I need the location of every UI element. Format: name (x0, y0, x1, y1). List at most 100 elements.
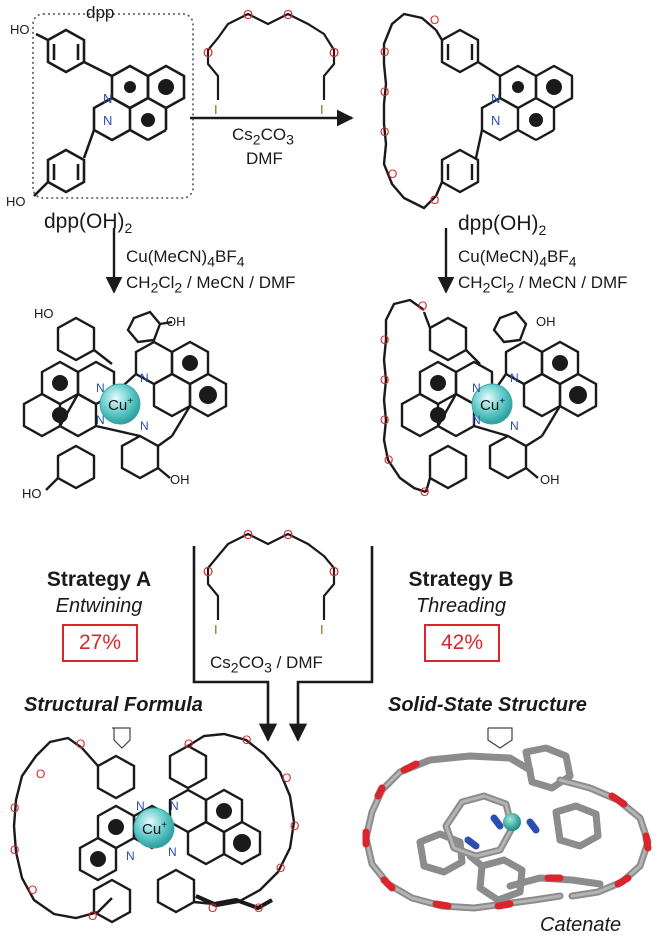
start-compound-label: dpp(OH)2 (44, 210, 132, 236)
final-base-sub2: 3 (264, 659, 272, 676)
o-atom: O (184, 737, 193, 751)
oh-complex-left-bottom: OH (170, 472, 190, 487)
structural-formula-heading: Structural Formula (24, 694, 203, 716)
n-atom: N (140, 419, 149, 433)
diiodide-oxygens: O O O O (203, 7, 339, 60)
ho-top-label: HO (10, 22, 30, 37)
strategy-a-title: Strategy A (46, 568, 152, 591)
catenate-oxygens: O O O O O O O O O O O O O (10, 733, 299, 923)
n-atom: N (96, 381, 105, 395)
cu-reagent-sub2: 4 (568, 253, 577, 270)
strategy-a-mode: Entwining (55, 595, 143, 617)
n-atom: N (96, 413, 105, 427)
o-atom: O (242, 733, 251, 747)
o-atom: O (380, 125, 389, 139)
start-compound-name: dpp(OH) (44, 210, 125, 233)
macrocycle-oxygens: O O O O O O (380, 13, 439, 207)
cu-reagent-sub: 4 (539, 253, 548, 270)
dpp-oh2-structure (32, 13, 194, 199)
cu-complex-left (22, 310, 228, 491)
catenate-formula-thick (195, 894, 273, 911)
n-atom: N (136, 799, 145, 813)
o-atom: O (208, 901, 217, 915)
n-label-2: N (103, 113, 112, 128)
cu-reagent-sub: 4 (207, 253, 216, 270)
dpp-reagent-sub: 2 (538, 222, 547, 239)
cu-ion-right (471, 383, 513, 425)
o-atom: O (28, 883, 37, 897)
n-atom: N (472, 381, 481, 395)
convergent-arrows (192, 546, 374, 742)
strategy-b-yield: 42% (424, 624, 500, 662)
strategy-b-mode: Threading (415, 595, 507, 617)
o-atom: O (430, 193, 439, 207)
o-atom: O (380, 45, 389, 59)
o-atom: O (430, 13, 439, 27)
ho-bottom-label: HO (6, 194, 26, 209)
o-atom: O (36, 767, 45, 781)
diiodide-2-oxygens: O O O O (203, 527, 339, 579)
cu-label-catenate: Cu+ (142, 820, 167, 838)
step3-reagent: dpp(OH)2 (458, 212, 546, 238)
solvent-sub: 2 (150, 279, 159, 296)
o-atom: O (388, 167, 397, 181)
o-atom: O (10, 843, 19, 857)
final-base-rest: CO (238, 653, 265, 672)
diiodide-reagent-2 (206, 532, 336, 620)
n-label-3: N (491, 91, 500, 106)
base-text: Cs (232, 125, 253, 144)
base-sub2: 3 (286, 131, 294, 148)
solvent-sub2: 2 (174, 279, 183, 296)
solvent-tail: / MeCN / DMF (514, 273, 628, 292)
n-atom: N (140, 371, 149, 385)
solvent-text: CH (458, 273, 483, 292)
o-atom: O (88, 909, 97, 923)
complex-right-n-atoms: N N N N (472, 371, 519, 433)
oh-complex-left-top: OH (166, 314, 186, 329)
o-atom: O (329, 45, 339, 60)
cu-ion-left (99, 383, 141, 425)
cu-reagent-rest: BF (547, 247, 569, 266)
o-atom: O (380, 85, 389, 99)
catenate-label: Catenate (540, 914, 622, 936)
cu-label-right: Cu+ (480, 396, 505, 414)
complex-right-oxygens: O O O O O O (380, 299, 429, 499)
o-atom: O (203, 45, 213, 60)
solvent-sub2: 2 (506, 279, 515, 296)
step2-right-cu: Cu(MeCN)4BF4 (458, 246, 577, 272)
solid-state-structure (362, 744, 652, 912)
final-tail: / DMF (271, 653, 323, 672)
iodine-right: I (320, 102, 324, 117)
o-atom: O (380, 333, 389, 347)
o-atom: O (276, 861, 285, 875)
o-atom: O (418, 299, 427, 313)
dpp-dotted-box (32, 13, 194, 199)
final-base: Cs (210, 653, 231, 672)
o-atom: O (283, 527, 293, 542)
dpp-reagent: dpp(OH) (458, 212, 539, 235)
diiodide-reagent (206, 12, 336, 100)
iodine-right-2: I (320, 622, 324, 637)
o-atom: O (384, 453, 393, 467)
final-base-sub: 2 (230, 659, 239, 676)
cu-reagent-sub2: 4 (236, 253, 245, 270)
n-atom: N (510, 419, 519, 433)
cu-atom-solid-state (503, 813, 521, 831)
catenate-n-atoms: N N N N (126, 799, 179, 863)
strategy-b-title: Strategy B (408, 568, 514, 591)
step2-left-cu: Cu(MeCN)4BF4 (126, 246, 245, 272)
o-atom: O (283, 7, 293, 22)
macrocycle-structure (382, 12, 574, 210)
n-atom: N (170, 799, 179, 813)
o-atom: O (76, 737, 85, 751)
o-atom: O (10, 801, 19, 815)
o-atom: O (380, 413, 389, 427)
cu-reagent: Cu(MeCN) (126, 247, 208, 266)
cu-label-left: Cu+ (108, 396, 133, 414)
solid-state-heading: Solid-State Structure (388, 694, 587, 716)
pointer-left (112, 727, 131, 749)
iodine-left: I (214, 102, 218, 117)
n-atom: N (168, 845, 177, 859)
complex-left-n-atoms: N N N N (96, 371, 149, 433)
